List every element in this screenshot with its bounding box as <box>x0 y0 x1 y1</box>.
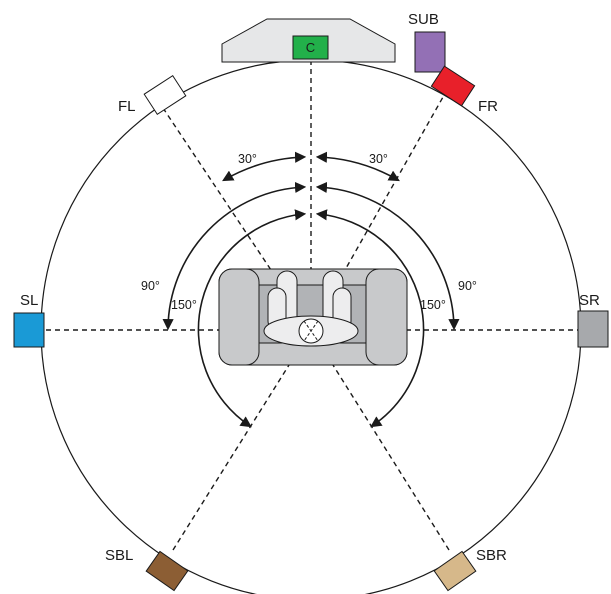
speaker-sub <box>414 31 446 73</box>
speaker-sl-label: SL <box>20 292 38 309</box>
angle-label-150-left: 150° <box>171 298 197 312</box>
arc-150-left <box>197 209 307 428</box>
speaker-sr-label: SR <box>579 292 600 309</box>
speaker-sr <box>577 310 609 348</box>
arc-150-right <box>315 209 425 428</box>
speaker-sbr-label: SBR <box>476 547 507 564</box>
speaker-sub-label: SUB <box>408 11 439 28</box>
head-crosshair <box>303 320 319 342</box>
speaker-sbr <box>433 550 477 592</box>
speaker-fr-label: FR <box>478 98 498 115</box>
speaker-c <box>292 35 329 60</box>
speaker-fl <box>143 74 187 116</box>
arc-30-right <box>315 151 400 182</box>
speaker-fl-label: FL <box>118 98 136 115</box>
arc-90-right <box>315 181 460 331</box>
angle-label-90-left: 90° <box>141 279 160 293</box>
speaker-fr <box>430 65 476 107</box>
speaker-sbl-label: SBL <box>105 547 133 564</box>
arc-90-left <box>162 181 307 331</box>
couch-arm-left <box>218 268 260 366</box>
angle-arcs <box>162 151 460 428</box>
angle-label-150-right: 150° <box>420 298 446 312</box>
angle-label-90-right: 90° <box>458 279 477 293</box>
speaker-sl <box>13 312 45 348</box>
speaker-sbl <box>145 550 189 592</box>
angle-label-30-right: 30° <box>369 152 388 166</box>
couch-arm-right <box>365 268 408 366</box>
arc-30-left <box>222 151 307 182</box>
speaker-c-label: C <box>306 40 315 55</box>
angle-label-30-left: 30° <box>238 152 257 166</box>
